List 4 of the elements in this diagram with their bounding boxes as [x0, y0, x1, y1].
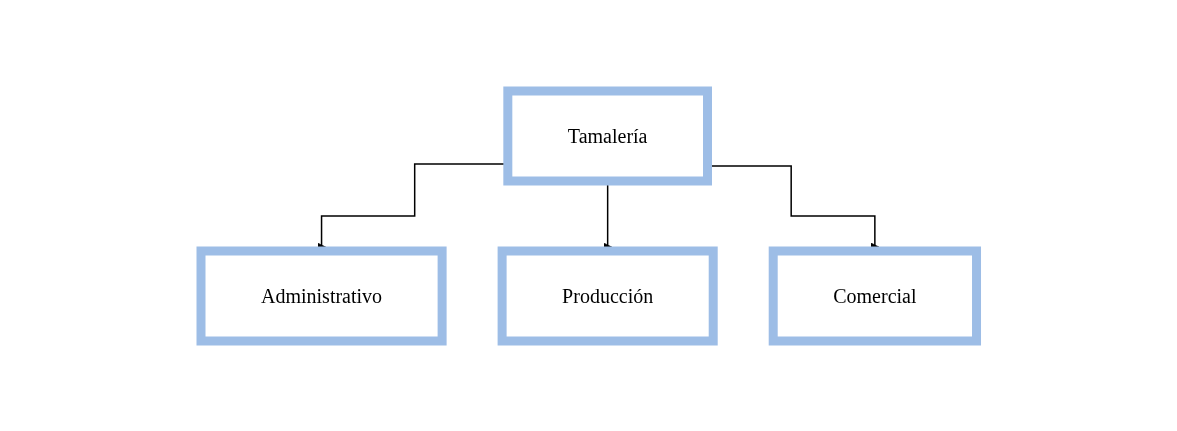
node-box: Administrativo: [196, 246, 447, 345]
node-box: Producción: [497, 246, 718, 345]
node-box: Tamalería: [503, 86, 712, 185]
node-box: Comercial: [768, 246, 981, 345]
